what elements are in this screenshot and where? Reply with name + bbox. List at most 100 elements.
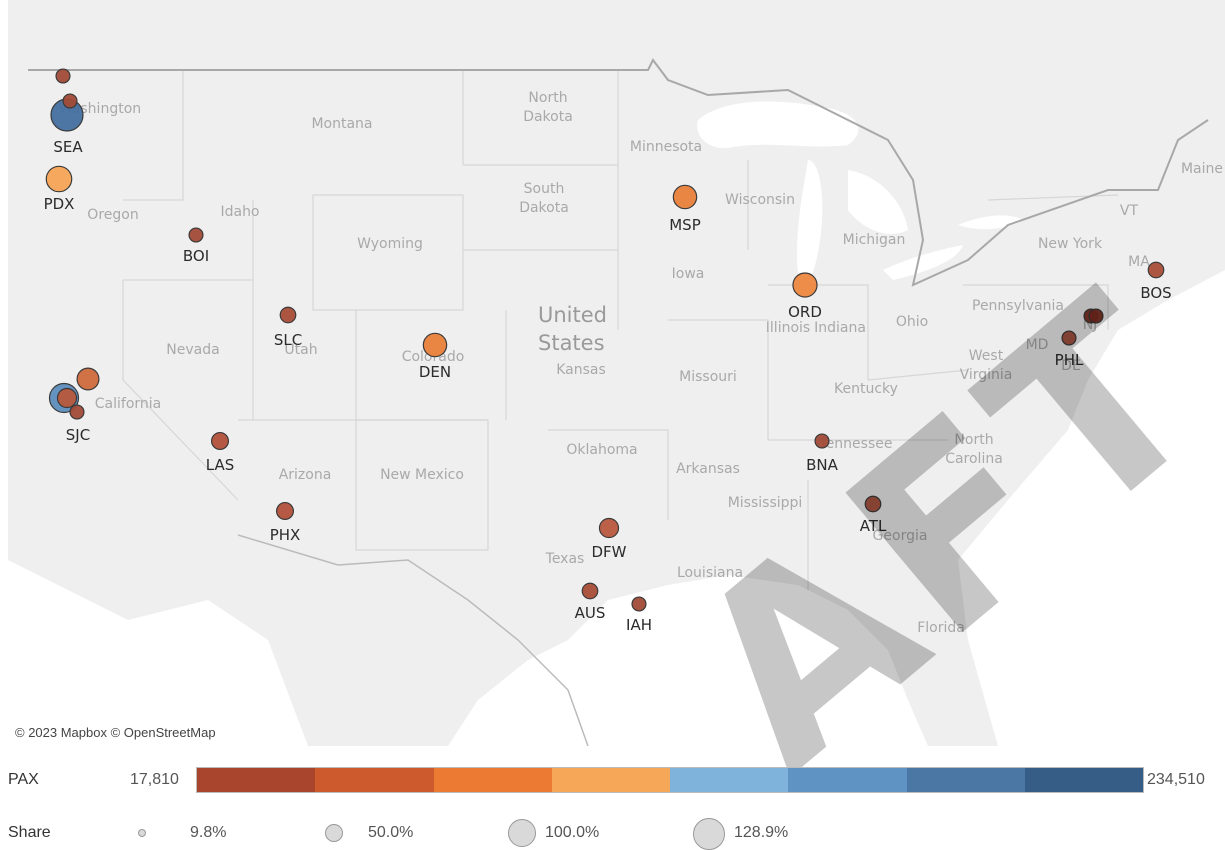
lake-erie: [883, 245, 963, 280]
state-label: Mississippi: [728, 495, 803, 511]
color-ramp-step: [433, 768, 552, 792]
state-label: Minnesota: [630, 139, 702, 155]
airport-marker[interactable]: [56, 387, 78, 409]
state-label: Michigan: [843, 232, 906, 248]
airport-marker-iah[interactable]: [631, 596, 647, 612]
airport-label-atl: ATL: [860, 517, 887, 535]
airport-label-pdx: PDX: [44, 195, 75, 213]
share-legend-value: 128.9%: [734, 824, 789, 841]
share-legend-value: 50.0%: [368, 824, 414, 841]
state-label: Wyoming: [357, 236, 423, 252]
share-legend-value: 9.8%: [190, 824, 227, 841]
share-size-circle-small: [138, 829, 146, 837]
airport-marker-phx[interactable]: [275, 501, 295, 521]
canada-border: [28, 58, 1209, 287]
state-label: Kansas: [556, 362, 606, 378]
airport-label-iah: IAH: [626, 616, 652, 634]
gulf-of-mexico: [448, 575, 928, 746]
state-label: Maine: [1181, 161, 1223, 177]
state-label: Louisiana: [677, 565, 743, 581]
state-label: Texas: [545, 551, 585, 567]
share-size-circle-large: [508, 819, 536, 847]
state-label: Arkansas: [676, 461, 740, 477]
airport-label-boi: BOI: [183, 247, 209, 265]
share-size-legend: Share 9.8% 50.0% 100.0% 128.9%: [0, 818, 1225, 850]
color-ramp-step: [551, 768, 670, 792]
state-label: New Mexico: [380, 467, 464, 483]
state-label: Kentucky: [834, 381, 898, 397]
pax-legend-min: 17,810: [130, 771, 179, 788]
airport-label-ord: ORD: [788, 303, 822, 321]
airport-marker-atl[interactable]: [864, 495, 882, 513]
airport-marker[interactable]: [62, 93, 78, 109]
airport-marker-las[interactable]: [210, 431, 230, 451]
airport-marker-dfw[interactable]: [598, 517, 620, 539]
airport-marker[interactable]: [69, 404, 85, 420]
airport-label-bos: BOS: [1140, 284, 1171, 302]
pax-legend-max: 234,510: [1147, 771, 1205, 788]
atlantic-ocean: [958, 270, 1225, 746]
state-label: Florida: [917, 620, 965, 636]
airport-marker-bna[interactable]: [814, 433, 830, 449]
airport-label-las: LAS: [206, 456, 234, 474]
share-size-circle-medium: [325, 824, 343, 842]
state-label: Missouri: [679, 369, 737, 385]
lake-michigan: [796, 160, 823, 286]
airport-label-phl: PHL: [1055, 351, 1084, 369]
state-label: DE: [1061, 358, 1081, 374]
mexico-border: [237, 534, 589, 746]
airport-marker-ord[interactable]: [792, 272, 818, 298]
country-label: States: [538, 331, 605, 355]
state-label: MA: [1128, 254, 1150, 270]
state-label: Indiana: [814, 320, 866, 336]
airport-marker-aus[interactable]: [581, 582, 599, 600]
airport-label-bna: BNA: [806, 456, 839, 474]
state-label: Oregon: [87, 207, 138, 223]
airport-marker[interactable]: [55, 68, 71, 84]
pax-color-ramp: [196, 767, 1144, 793]
state-label: Georgia: [873, 528, 928, 544]
airport-marker[interactable]: [76, 367, 100, 391]
state-label: Idaho: [220, 204, 259, 220]
share-legend-value: 100.0%: [545, 824, 600, 841]
country-label: United: [538, 303, 607, 327]
color-ramp-step: [670, 768, 789, 792]
airport-marker-phl[interactable]: [1061, 330, 1077, 346]
lake-superior: [697, 101, 859, 149]
airport-label-msp: MSP: [669, 216, 701, 234]
pax-color-legend: PAX 17,810 234,510: [0, 762, 1225, 798]
color-ramp-step: [315, 768, 434, 792]
state-label: New York: [1038, 236, 1103, 252]
state-label: Illinois: [766, 320, 810, 336]
airport-marker-bos[interactable]: [1147, 261, 1165, 279]
color-ramp-step: [788, 768, 907, 792]
airport-label-sea: SEA: [53, 138, 83, 156]
airport-label-den: DEN: [419, 363, 451, 381]
state-label: MD: [1026, 337, 1049, 353]
state-label: Montana: [311, 116, 372, 132]
airport-markers[interactable]: SEAPDXBOISJCLASSLCPHXDENMSPORDDFWAUSIAHB…: [44, 68, 1172, 634]
airport-marker-boi[interactable]: [188, 227, 204, 243]
state-label: Wisconsin: [725, 192, 795, 208]
airport-marker[interactable]: [1088, 308, 1104, 324]
pacific-ocean-south: [8, 560, 308, 746]
airport-marker-pdx[interactable]: [45, 165, 73, 193]
state-label: Iowa: [672, 266, 705, 282]
pax-legend-title: PAX: [8, 771, 39, 788]
state-label: Ohio: [896, 314, 928, 330]
state-label: Tennessee: [819, 436, 893, 452]
color-ramp-step: [1024, 768, 1143, 792]
airport-marker-den[interactable]: [422, 332, 448, 358]
share-legend-title: Share: [8, 824, 51, 841]
map-attribution[interactable]: © 2023 Mapbox © OpenStreetMap: [12, 725, 219, 740]
color-ramp-step: [906, 768, 1025, 792]
airport-marker-msp[interactable]: [672, 184, 698, 210]
state-label: Oklahoma: [566, 442, 637, 458]
airport-marker-slc[interactable]: [279, 306, 297, 324]
lake-huron: [848, 170, 908, 234]
